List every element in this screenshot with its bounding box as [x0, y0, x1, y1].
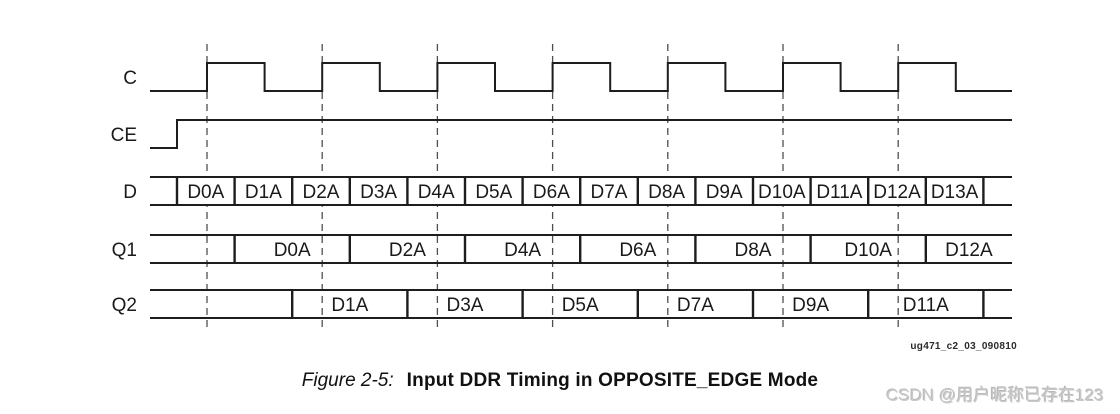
bus-cell-label-d: D11A — [816, 182, 862, 203]
csdn-watermark: CSDN @用户昵称已存在123 — [886, 386, 1104, 405]
signal-label-d: D — [123, 182, 137, 203]
bus-cell-label-d: D1A — [245, 182, 282, 203]
bus-cell-label-q2: D1A — [331, 295, 368, 316]
ce-waveform — [150, 119, 1012, 149]
figure-caption-label: Figure 2-5: — [301, 370, 394, 391]
bus-cell-label-d: D2A — [303, 182, 340, 203]
bus-cell-label-q1: D2A — [389, 240, 426, 261]
bus-cell-label-d: D7A — [591, 182, 628, 203]
bus-cell-label-q1: D4A — [504, 240, 541, 261]
figure-caption-title: Input DDR Timing in OPPOSITE_EDGE Mode — [406, 370, 819, 391]
bus-cell-label-q2: D9A — [792, 295, 829, 316]
bus-cell-label-d: D5A — [475, 182, 512, 203]
bus-cell-label-q1: D0A — [274, 240, 311, 261]
bus-cell-label-q2: D11A — [903, 295, 949, 316]
figure-caption: Figure 2-5: Input DDR Timing in OPPOSITE_… — [0, 370, 1120, 392]
figure-id: ug471_c2_03_090810 — [910, 341, 1017, 352]
bus-cell-label-q2: D5A — [562, 295, 599, 316]
signal-label-q2: Q2 — [112, 295, 137, 316]
bus-cell-label-d: D3A — [360, 182, 397, 203]
bus-cell-label-q1: D8A — [735, 240, 772, 261]
bus-cell-label-d: D12A — [873, 182, 921, 203]
bus-cell-label-q1: D6A — [619, 240, 656, 261]
bus-cell-label-d: D0A — [187, 182, 224, 203]
signal-label-q1: Q1 — [112, 240, 137, 261]
bus-cell-label-d: D4A — [418, 182, 455, 203]
bus-cell-label-q1: D10A — [844, 240, 892, 261]
bus-cell-label-d: D10A — [758, 182, 806, 203]
bus-cell-label-d: D9A — [706, 182, 743, 203]
signal-label-c: C — [123, 68, 137, 89]
bus-cell-label-d: D8A — [648, 182, 685, 203]
bus-cell-label-q2: D7A — [677, 295, 714, 316]
bus-cell-label-q1: D12A — [945, 240, 993, 261]
signal-label-ce: CE — [111, 125, 137, 146]
bus-cell-label-d: D13A — [931, 182, 979, 203]
clock-waveform — [150, 62, 1012, 92]
bus-cell-label-q2: D3A — [447, 295, 484, 316]
timing-diagram: C CE D D0A D1A D2A D3A D4A D5A D6A D7A D8A D9A D10A D1… — [111, 44, 1012, 332]
bus-cell-label-d: D6A — [533, 182, 570, 203]
